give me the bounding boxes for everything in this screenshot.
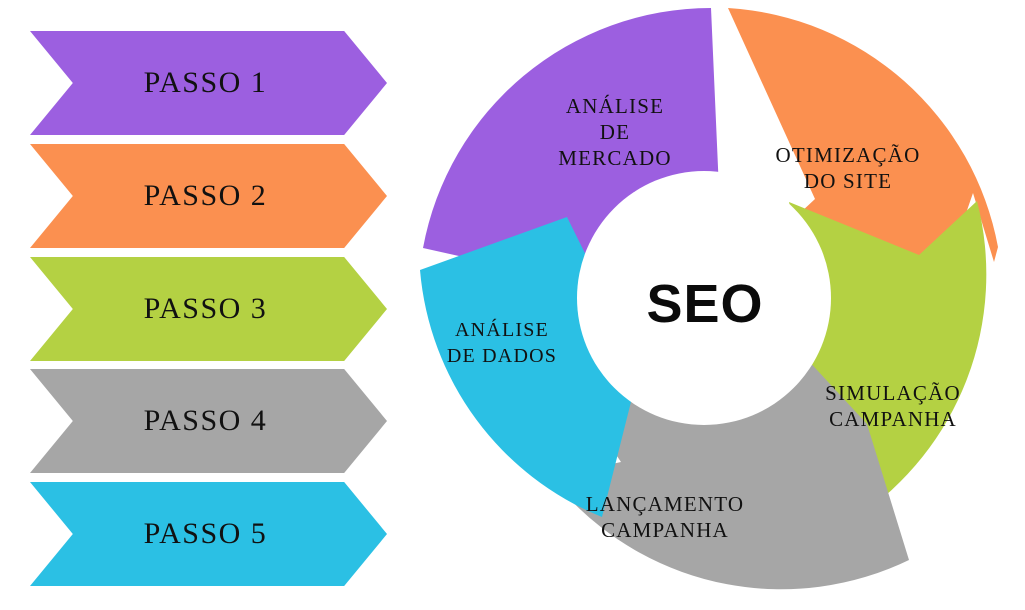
wheel-label-lancamento-campanha-line2: CAMPANHA [601, 518, 729, 542]
step-chevron-5-shape [30, 482, 387, 586]
wheel-label-analise-de-dados-line2: DE DADOS [447, 345, 557, 367]
step-chevron-1[interactable]: PASSO 1 [30, 31, 387, 135]
wheel-label-analise-de-mercado-line1: ANÁLISE [566, 94, 664, 118]
wheel-label-analise-de-dados-line1: ANÁLISE [455, 318, 549, 341]
step-list: PASSO 1 PASSO 2 PASSO 3 PASSO 4 PASSO 5 [0, 0, 400, 610]
step-chevron-5[interactable]: PASSO 5 [30, 482, 387, 586]
step-chevron-1-shape [30, 31, 387, 135]
seo-cycle-diagram: SEO ANÁLISE DE MERCADO OTIMIZAÇÃO DO SIT… [410, 0, 1025, 610]
step-chevron-4[interactable]: PASSO 4 [30, 369, 387, 473]
wheel-label-analise-de-mercado-line2: DE [600, 120, 630, 144]
wheel-label-otimizacao-do-site-line2: DO SITE [804, 169, 892, 193]
step-chevron-4-shape [30, 369, 387, 473]
wheel-core-label: SEO [646, 274, 763, 334]
wheel-label-analise-de-mercado-line3: MERCADO [558, 146, 671, 170]
wheel-label-simulacao-campanha-line1: SIMULAÇÃO [825, 381, 961, 405]
wheel-core [577, 171, 831, 425]
step-chevron-2-shape [30, 144, 387, 248]
step-chevron-3[interactable]: PASSO 3 [30, 257, 387, 361]
step-chevron-3-shape [30, 257, 387, 361]
wheel-label-lancamento-campanha-line1: LANÇAMENTO [586, 492, 745, 516]
wheel-label-simulacao-campanha-line2: CAMPANHA [829, 407, 957, 431]
wheel-segment-analise-de-dados[interactable] [420, 217, 697, 517]
wheel-label-otimizacao-do-site-line1: OTIMIZAÇÃO [776, 143, 921, 167]
step-chevron-2[interactable]: PASSO 2 [30, 144, 387, 248]
